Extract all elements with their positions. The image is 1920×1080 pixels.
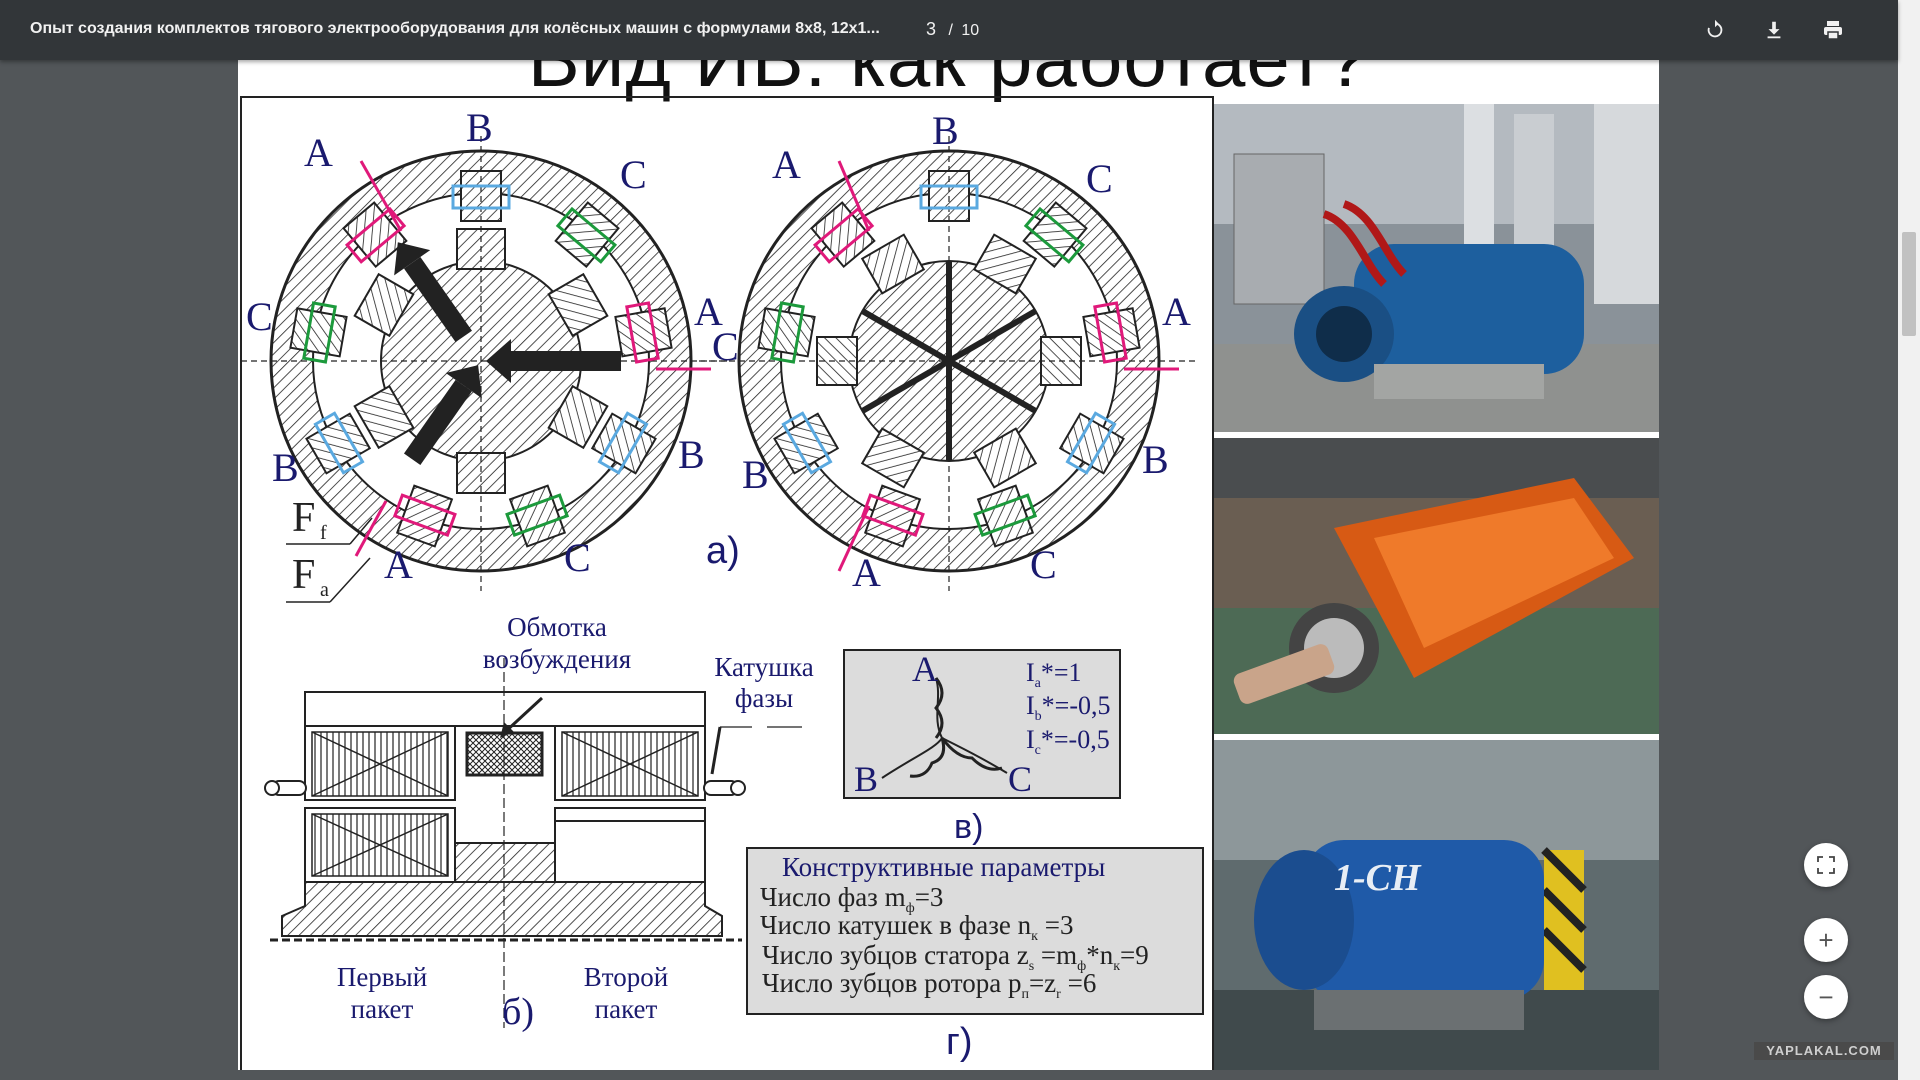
winding-label-1: Обмотка [507,612,607,642]
motor-a2 [699,136,1199,591]
label2-a-bottom: A [852,550,881,595]
pack1-label-1: Первый [337,962,427,992]
current-ic-sub: c [1035,743,1041,758]
motor-diagram: A B C C A C B B A C A B C A B B A C [238,105,1204,1063]
photo-blue-motor [1214,104,1659,432]
download-icon[interactable] [1756,12,1792,48]
rotate-icon[interactable] [1697,12,1733,48]
current-ib-sub: b [1035,709,1042,724]
current-ib-main: I [1026,691,1035,720]
label2-a-right: A [1162,289,1191,334]
fig-v-label: в) [954,808,983,846]
svg-text:Ic*=-0,5: Ic*=-0,5 [1026,725,1110,758]
label-ff-main: F [292,495,315,541]
label-c-left: C [246,294,273,339]
zoom-in-icon: + [1818,924,1834,955]
page-indicator: 3 / 10 [926,19,979,40]
svg-text:Ia*=1: Ia*=1 [1026,658,1082,691]
zoom-out-icon: − [1818,981,1834,1012]
star-label-c: C [1008,759,1032,799]
current-ia-sub: a [1035,676,1042,691]
diagram-panel: A B C C A C B B A C A B C A B B A C [238,96,1214,1070]
label-ff-sub: f [320,522,327,544]
zoom-in-button[interactable]: + [1804,918,1848,962]
zoom-out-button[interactable]: − [1804,975,1848,1019]
star-label-a: A [912,649,938,689]
scrollbar-thumb[interactable] [1902,232,1916,336]
star-label-b: B [854,759,878,799]
pack2-label-2: пакет [595,994,658,1024]
label-c-topright: C [620,152,647,197]
label-c-mid: C [712,324,739,369]
label2-b-top: B [932,108,959,153]
page-separator: / [948,22,953,39]
coil-label-2: фазы [735,683,793,713]
param-phases: Число фаз m [760,882,906,912]
current-ic-val: *=-0,5 [1041,725,1110,754]
phase-star-diagram: A B C Ia*=1 Ib*=-0,5 Ic*=-0,5 в) [843,649,1121,846]
print-icon[interactable] [1815,12,1851,48]
pdf-toolbar: Опыт создания комплектов тягового электр… [0,0,1898,60]
svg-text:Число фаз mф=3: Число фаз mф=3 [760,882,943,916]
total-pages: 10 [961,22,980,39]
param-coils: Число катушек в фазе n [760,910,1032,940]
label-fa-sub: a [320,579,329,601]
current-ic-main: I [1026,725,1035,754]
fig-b-label: б) [502,991,534,1033]
pack1-label-2: пакет [351,994,414,1024]
label-b-lowright: B [678,432,705,477]
motor-a [238,136,731,591]
params-title: Конструктивные параметры [782,852,1105,882]
label-b-top: B [466,105,493,150]
label-c-bottom: C [564,535,591,580]
winding-label-2: возбуждения [483,644,631,674]
fig-a-label: а) [706,530,740,572]
current-ia-main: I [1026,658,1035,687]
parameters-box: Конструктивные параметры Число фаз mф=3 … [746,847,1204,1063]
label-a-left: A [304,130,333,175]
fit-to-page-icon [1817,856,1835,874]
label-fa-main: F [292,552,315,598]
current-ia-val: *=1 [1041,658,1082,687]
fit-to-page-button[interactable] [1804,843,1848,887]
svg-text:Ib*=-0,5: Ib*=-0,5 [1026,691,1111,724]
current-ib-val: *=-0,5 [1042,691,1111,720]
photo-1ch-motor: 1-CH [1214,740,1659,1070]
svg-text:Число зубцов статора zs =mф*nк: Число зубцов статора zs =mф*nк=9 [762,940,1149,974]
photo-orange-rotor [1214,438,1659,734]
label-b-lowleft: B [272,445,299,490]
label-a-right: A [694,289,723,334]
motor-marking: 1-CH [1334,857,1422,899]
label2-a-left: A [772,142,801,187]
param-stator-teeth: Число зубцов статора z [762,940,1029,970]
cross-section-diagram [264,658,802,1028]
pack2-label-1: Второй [584,962,668,992]
param-rotor-teeth: Число зубцов ротора p [762,968,1021,998]
label2-b-lowright: B [1142,437,1169,482]
watermark: YAPLAKAL.COM [1754,1042,1894,1060]
svg-text:Число катушек в фазе nк =3: Число катушек в фазе nк =3 [760,910,1073,944]
svg-text:Число зубцов ротора pп=zr =6: Число зубцов ротора pп=zr =6 [762,968,1096,1002]
label2-c-bottom: C [1030,542,1057,587]
label-a-bottom: A [384,542,413,587]
pdf-page: Вид ИВ: как работает? [238,48,1659,1070]
scrollbar-track[interactable] [1898,0,1920,1080]
current-page-input[interactable]: 3 [926,19,937,39]
label2-b-lowleft: B [742,452,769,497]
coil-label-1: Катушка [714,652,813,682]
document-title: Опыт создания комплектов тягового электр… [30,20,880,37]
label2-c-topright: C [1086,156,1113,201]
fig-g-label: г) [946,1021,973,1063]
